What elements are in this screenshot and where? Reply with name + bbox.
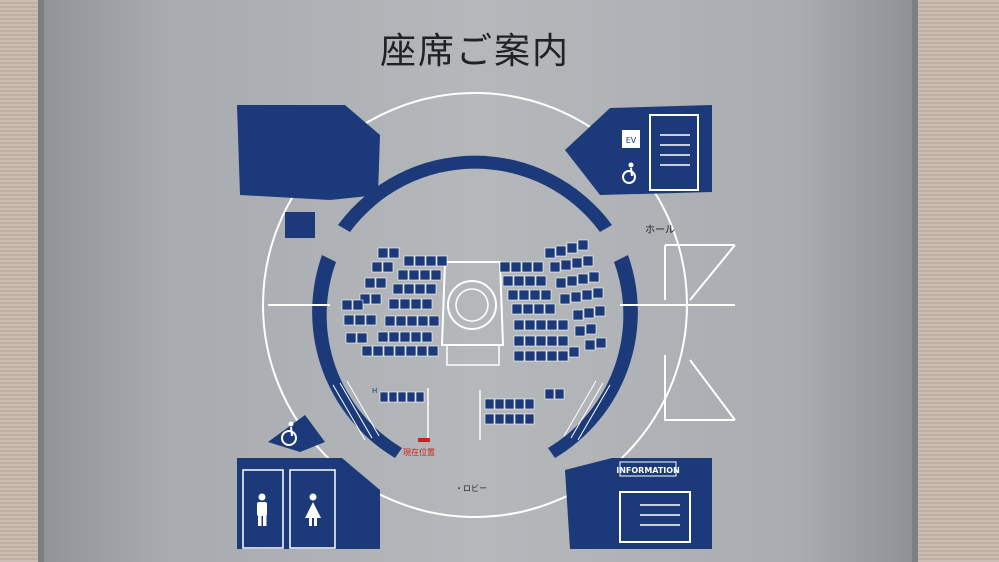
panel-edge [912,0,918,562]
page-title: 座席ご案内 [379,31,570,72]
block-top-right [565,105,712,195]
seat-block-right [499,239,607,362]
seat-block-left [341,247,448,357]
woman-icon [305,493,321,526]
staircase [649,114,699,191]
ev-box [622,130,640,148]
stage-front [446,344,500,366]
accessible-area [268,415,325,452]
aisle-stairs-right [563,380,611,441]
aisle-stairs-left [332,380,380,441]
seat-row-h-left: H [372,387,425,403]
hall-corridor [664,244,736,301]
panel-edge [38,0,44,562]
stage [440,261,505,346]
seat-row-h-right [484,388,565,425]
block-top-left [237,105,380,200]
man-icon [257,493,267,526]
hall-wall-right [548,255,638,458]
hall-corridor [664,355,736,421]
current-location-label: 現在位置 [403,447,435,457]
information-desk [619,461,677,477]
wheelchair-icon [622,162,636,184]
stage-turntable [447,280,497,330]
block-small-left [285,212,315,238]
wheelchair-icon [281,421,297,446]
stair-steps [660,134,690,166]
block-bottom-right [565,458,712,549]
hall-wall-top [338,155,612,232]
hall-wall-left [312,255,402,458]
staircase [619,491,691,543]
current-location-marker [418,438,430,442]
ev-label: EV [626,136,637,145]
hall-label: ホール [645,224,675,236]
stage-inner [455,288,489,322]
row-letter: H [372,387,377,395]
information-label: INFORMATION [616,466,680,475]
lobby-label: ・ロビー [455,484,487,493]
stair-steps [640,504,680,526]
